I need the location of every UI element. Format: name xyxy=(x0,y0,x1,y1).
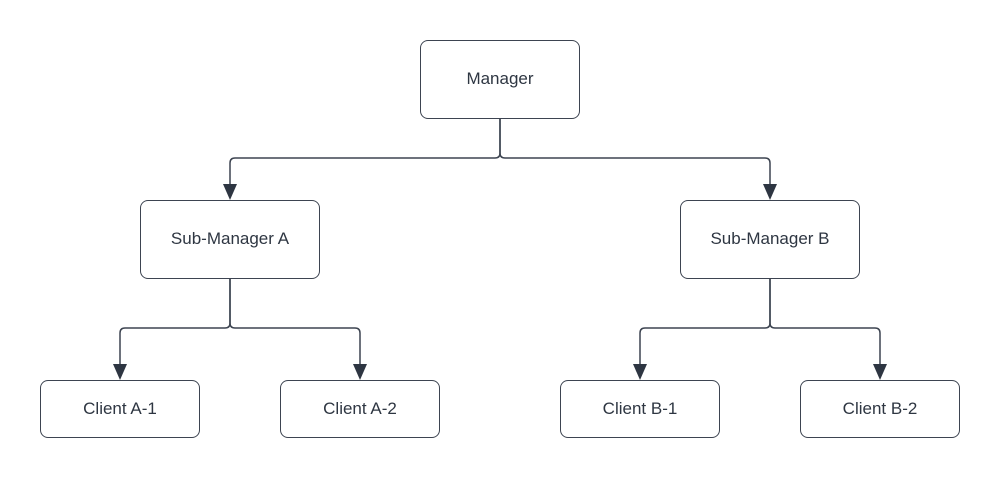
node-manager: Manager xyxy=(420,40,580,119)
arrowhead-manager-to-sub-manager-b xyxy=(763,184,777,200)
edge-sub-manager-b-to-client-b2 xyxy=(769,279,881,364)
arrowhead-sub-manager-a-to-client-a1 xyxy=(113,364,127,380)
edge-manager-to-sub-manager-a xyxy=(229,119,501,184)
node-client-b1: Client B-1 xyxy=(560,380,720,438)
node-sub-manager-b-label: Sub-Manager B xyxy=(710,229,830,249)
node-sub-manager-a-label: Sub-Manager A xyxy=(170,229,290,249)
node-client-b2: Client B-2 xyxy=(800,380,960,438)
node-client-a1-label: Client A-1 xyxy=(83,398,157,418)
edge-manager-to-sub-manager-b xyxy=(499,119,771,184)
node-sub-manager-b: Sub-Manager B xyxy=(680,200,860,279)
edge-sub-manager-a-to-client-a2 xyxy=(229,279,361,364)
node-manager-label: Manager xyxy=(466,69,534,89)
node-client-b2-label: Client B-2 xyxy=(842,398,918,418)
node-client-b1-label: Client B-1 xyxy=(602,398,678,418)
edge-sub-manager-a-to-client-a1 xyxy=(119,279,231,364)
arrowhead-manager-to-sub-manager-a xyxy=(223,184,237,200)
node-client-a2: Client A-2 xyxy=(280,380,440,438)
arrowhead-sub-manager-b-to-client-b2 xyxy=(873,364,887,380)
arrowhead-sub-manager-a-to-client-a2 xyxy=(353,364,367,380)
node-sub-manager-a: Sub-Manager A xyxy=(140,200,320,279)
node-client-a1: Client A-1 xyxy=(40,380,200,438)
node-client-a2-label: Client A-2 xyxy=(323,398,397,418)
edge-sub-manager-b-to-client-b1 xyxy=(639,279,771,364)
arrowhead-sub-manager-b-to-client-b1 xyxy=(633,364,647,380)
